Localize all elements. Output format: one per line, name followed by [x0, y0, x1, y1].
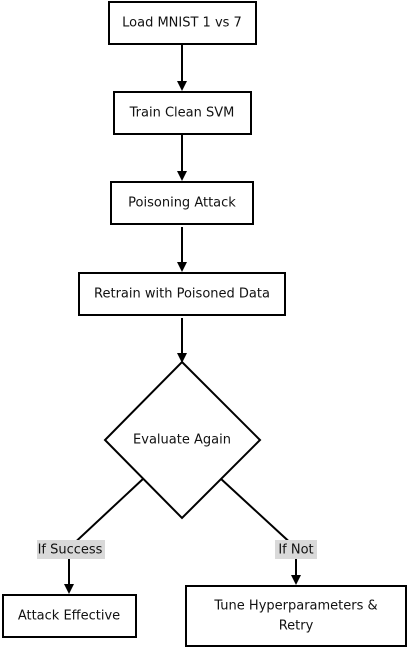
node-load-label: Load MNIST 1 vs 7: [122, 16, 242, 31]
node-tune-label-line1: Tune Hyperparameters &: [213, 599, 377, 614]
edge-evaluate-to-tune: [219, 477, 301, 585]
node-evaluate: Evaluate Again: [103, 360, 262, 520]
node-train-label: Train Clean SVM: [129, 106, 235, 121]
node-poison-label: Poisoning Attack: [128, 196, 236, 211]
node-load: Load MNIST 1 vs 7: [108, 1, 257, 45]
node-retrain: Retrain with Poisoned Data: [78, 272, 286, 316]
node-poison: Poisoning Attack: [110, 181, 254, 225]
node-effective: Attack Effective: [2, 594, 137, 638]
node-retrain-label: Retrain with Poisoned Data: [94, 287, 270, 302]
node-tune: Tune Hyperparameters & Retry: [185, 585, 407, 647]
node-effective-label: Attack Effective: [18, 609, 120, 624]
edge-label-success: If Success: [37, 540, 105, 559]
edge-label-success-text: If Success: [38, 543, 103, 558]
edge-evaluate-to-effective: [64, 477, 145, 594]
edge-label-not-text: If Not: [278, 543, 313, 558]
node-train: Train Clean SVM: [113, 91, 252, 135]
node-evaluate-label: Evaluate Again: [133, 433, 231, 448]
edge-label-not: If Not: [275, 540, 317, 559]
node-tune-label-line2: Retry: [279, 619, 314, 634]
